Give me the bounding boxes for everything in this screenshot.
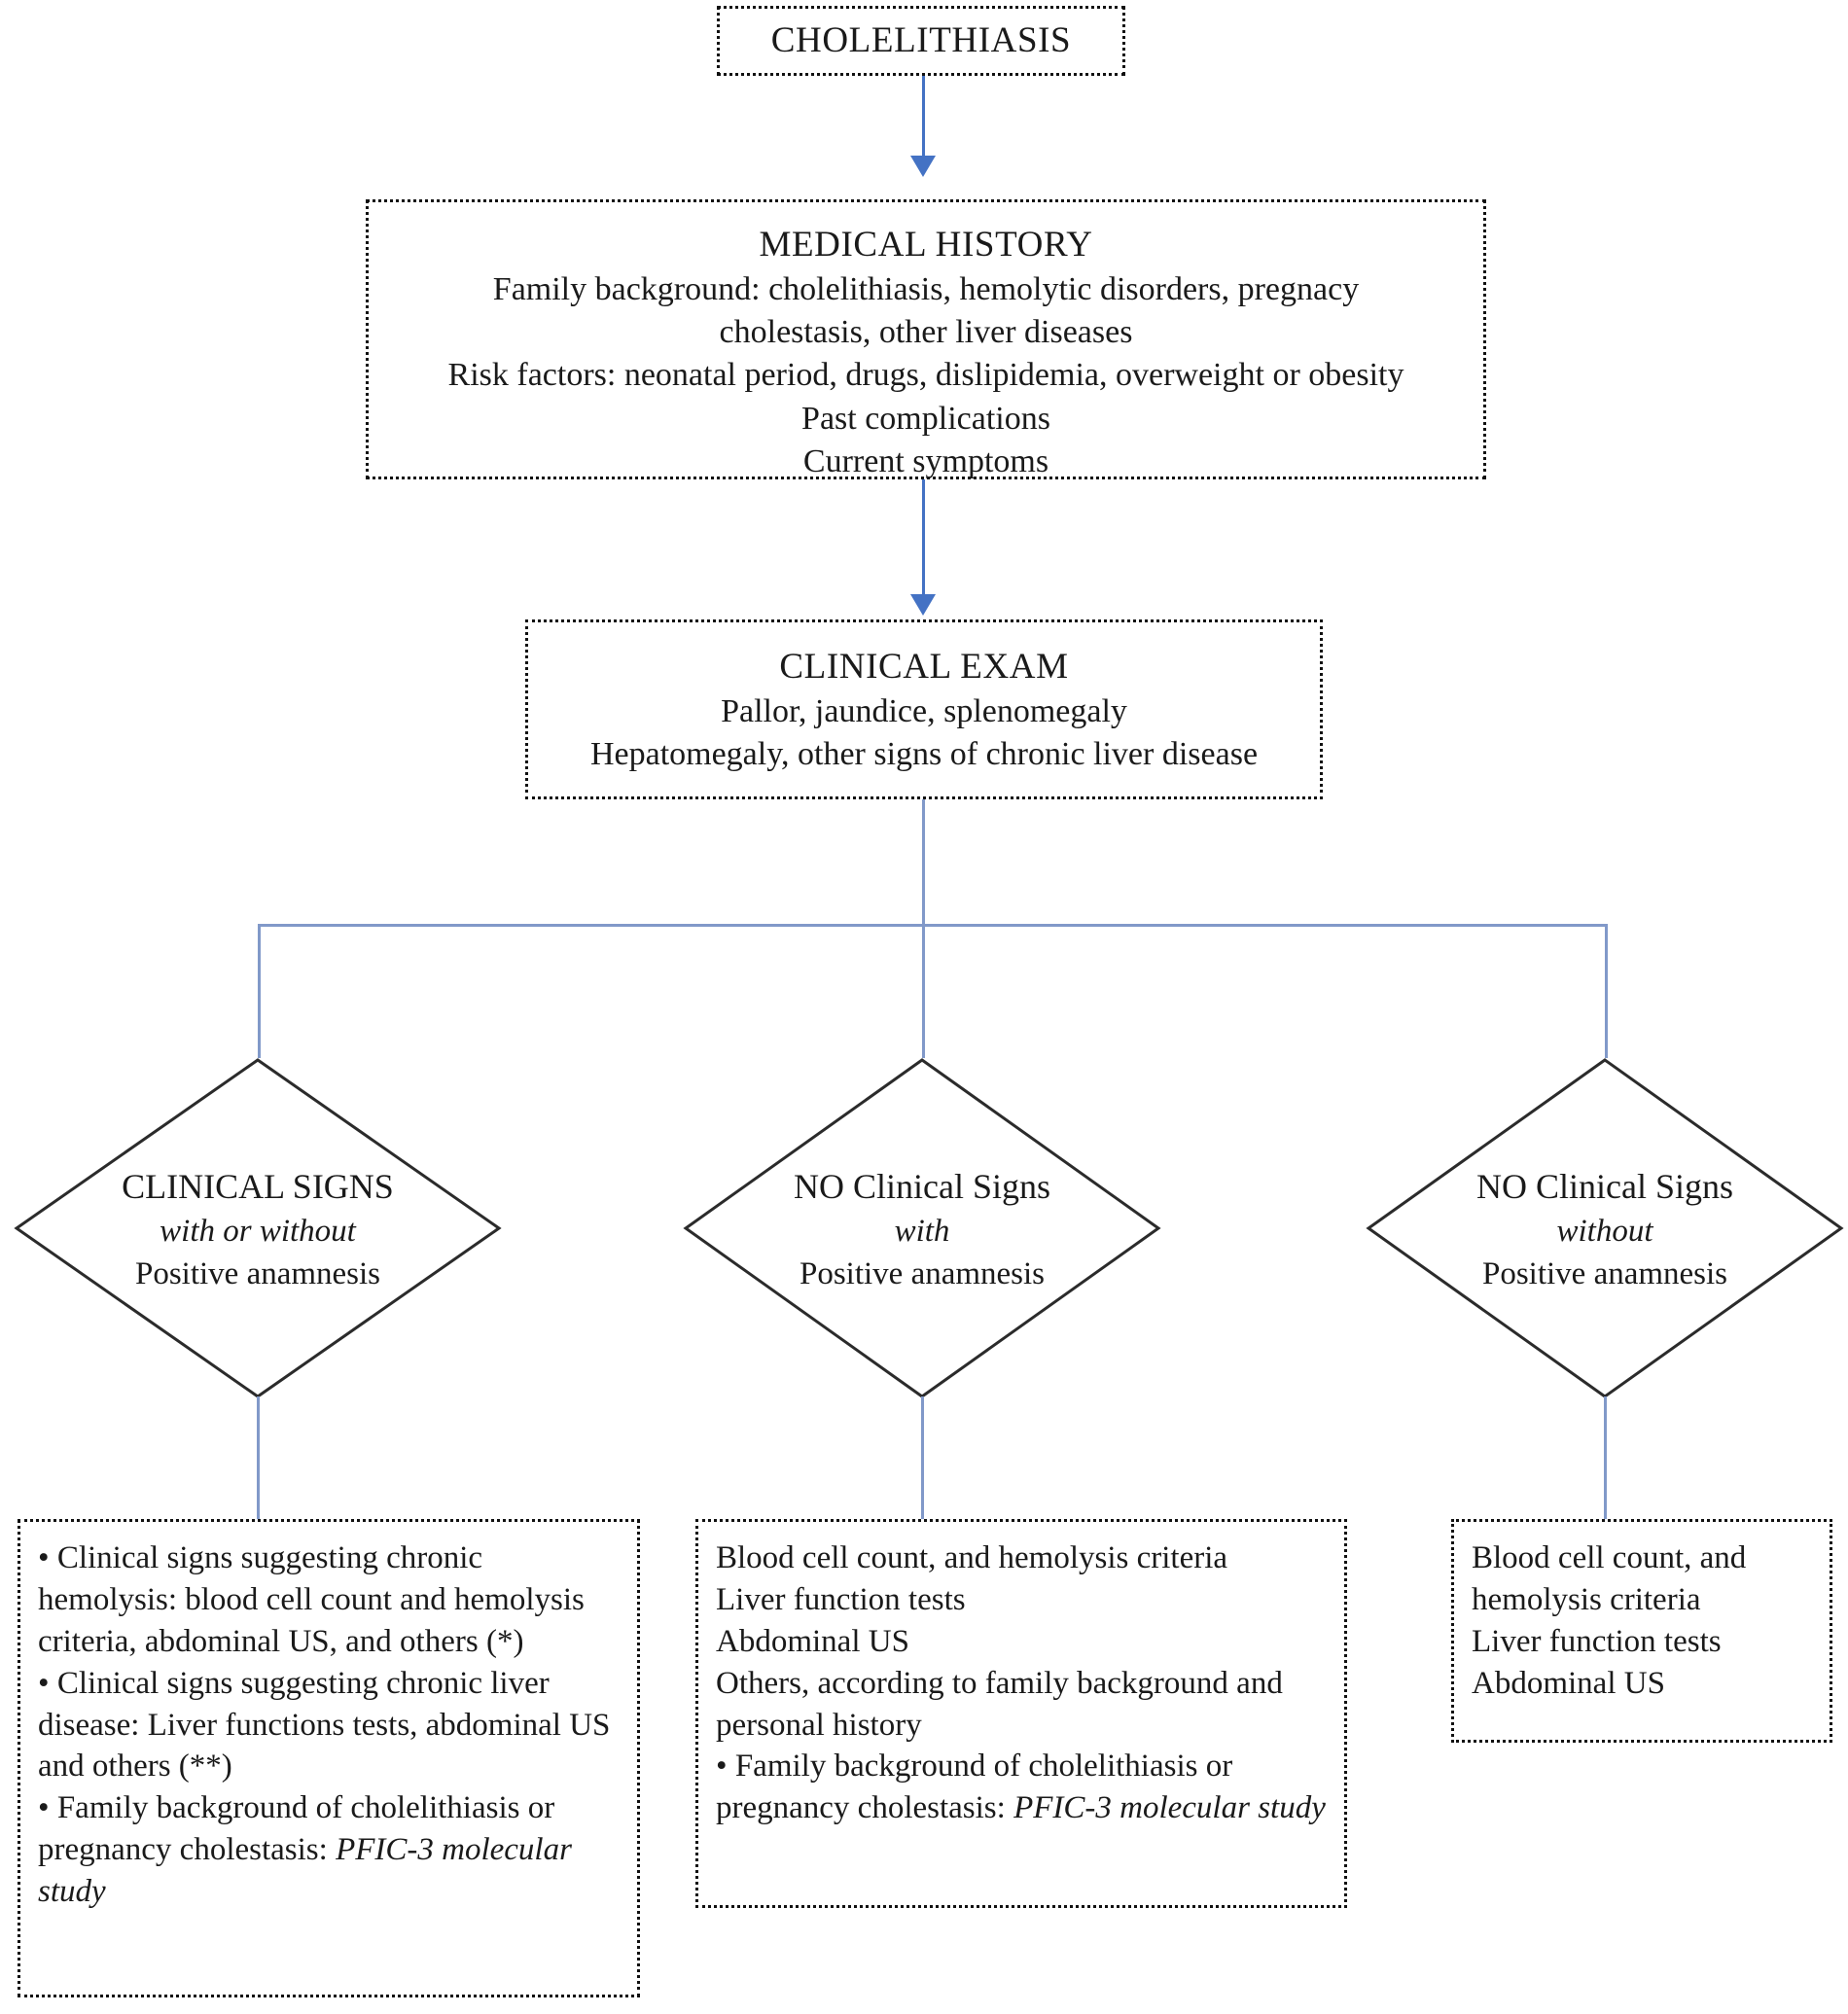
connector-exam-down [922, 799, 925, 926]
diamond-3-head: NO Clinical Signs [1475, 1167, 1733, 1206]
connector-bus-to-diamond-3 [1605, 924, 1608, 1058]
bullet-glyph: • [38, 1540, 57, 1575]
outcome-box-left: • Clinical signs suggesting chronic hemo… [18, 1519, 640, 1997]
diamond-1-sub: with or without [160, 1214, 356, 1250]
arrowhead-history-to-exam [910, 594, 936, 616]
connector-diamond-1-to-outcome [257, 1396, 260, 1521]
outcome-right-item-4: Abdominal US [1472, 1665, 1665, 1701]
node-cholelithiasis: CHOLELITHIASIS [717, 6, 1125, 76]
outcome-right-item-1: Blood cell count, and [1472, 1540, 1747, 1575]
medical-history-line-5: Current symptoms [802, 442, 1049, 479]
outcome-left-text-3-italic: PFIC-3 molecular study [38, 1832, 572, 1910]
connector-split-bus [258, 924, 1607, 927]
outcome-left-item-3: • Family background of cholelithiasis or… [38, 1787, 620, 1913]
medical-history-line-4: Past complications [801, 400, 1050, 437]
diamond-2-sub: with [894, 1214, 950, 1250]
node-clinical-exam: CLINICAL EXAM Pallor, jaundice, splenome… [525, 619, 1323, 799]
connector-history-to-exam [922, 479, 925, 600]
decision-no-signs-with-anamnesis: NO Clinical Signs with Positive anamnesi… [683, 1058, 1161, 1398]
connector-bus-to-diamond-2 [922, 924, 925, 1058]
diamond-2-text-block: NO Clinical Signs with Positive anamnesi… [684, 1163, 1160, 1296]
diamond-3-foot: Positive anamnesis [1481, 1256, 1728, 1292]
outcome-box-right: Blood cell count, and hemolysis criteria… [1451, 1519, 1832, 1743]
outcome-left-text-2: Clinical signs suggesting chronic liver … [38, 1665, 611, 1784]
diamond-2-head: NO Clinical Signs [793, 1167, 1050, 1206]
connector-bus-to-diamond-1 [258, 924, 261, 1058]
diamond-2-foot: Positive anamnesis [799, 1256, 1046, 1292]
clinical-exam-line-2: Hepatomegaly, other signs of chronic liv… [589, 736, 1259, 773]
outcome-middle-item-4: Others, according to family background a… [716, 1665, 1283, 1743]
outcome-left-item-1: • Clinical signs suggesting chronic hemo… [38, 1537, 620, 1663]
outcome-middle-item-3: Abdominal US [716, 1623, 909, 1659]
cholelithiasis-label: CHOLELITHIASIS [770, 19, 1072, 60]
outcome-middle-text-5-italic: PFIC-3 molecular study [1013, 1790, 1326, 1826]
outcome-middle-item-1: Blood cell count, and hemolysis criteria [716, 1540, 1228, 1575]
bullet-glyph: • [38, 1790, 57, 1826]
diamond-1-foot: Positive anamnesis [134, 1256, 381, 1292]
connector-diamond-2-to-outcome [921, 1396, 924, 1521]
outcome-middle-item-2: Liver function tests [716, 1581, 966, 1617]
medical-history-title: MEDICAL HISTORY [759, 225, 1093, 265]
connector-diamond-3-to-outcome [1604, 1396, 1607, 1521]
diamond-3-sub: without [1556, 1214, 1653, 1250]
outcome-box-middle: Blood cell count, and hemolysis criteria… [695, 1519, 1347, 1908]
outcome-middle-text-5: Family background of cholelithiasis or p… [716, 1749, 1233, 1826]
outcome-middle-item-5: • Family background of cholelithiasis or… [716, 1746, 1327, 1829]
node-medical-history: MEDICAL HISTORY Family background: chole… [366, 199, 1486, 479]
outcome-left-text-3: Family background of cholelithiasis or p… [38, 1790, 555, 1868]
outcome-left-item-2: • Clinical signs suggesting chronic live… [38, 1663, 620, 1788]
diamond-3-text-block: NO Clinical Signs without Positive anamn… [1367, 1163, 1843, 1296]
outcome-left-text-1: Clinical signs suggesting chronic hemoly… [38, 1540, 585, 1659]
decision-no-signs-without-anamnesis: NO Clinical Signs without Positive anamn… [1366, 1058, 1844, 1398]
diamond-1-text-block: CLINICAL SIGNS with or without Positive … [15, 1163, 501, 1296]
bullet-glyph: • [716, 1749, 735, 1784]
clinical-exam-line-1: Pallor, jaundice, splenomegaly [721, 693, 1127, 730]
outcome-right-item-3: Liver function tests [1472, 1623, 1722, 1659]
connector-root-to-history [922, 76, 925, 161]
decision-clinical-signs: CLINICAL SIGNS with or without Positive … [14, 1058, 502, 1398]
clinical-exam-title: CLINICAL EXAM [779, 647, 1069, 687]
bullet-glyph: • [38, 1665, 57, 1701]
diamond-1-head: CLINICAL SIGNS [122, 1167, 394, 1206]
medical-history-line-1: Family background: cholelithiasis, hemol… [492, 271, 1360, 308]
arrowhead-root-to-history [910, 156, 936, 177]
medical-history-line-3: Risk factors: neonatal period, drugs, di… [447, 357, 1404, 394]
medical-history-line-2: cholestasis, other liver diseases [719, 314, 1133, 351]
outcome-right-item-2: hemolysis criteria [1472, 1581, 1701, 1617]
